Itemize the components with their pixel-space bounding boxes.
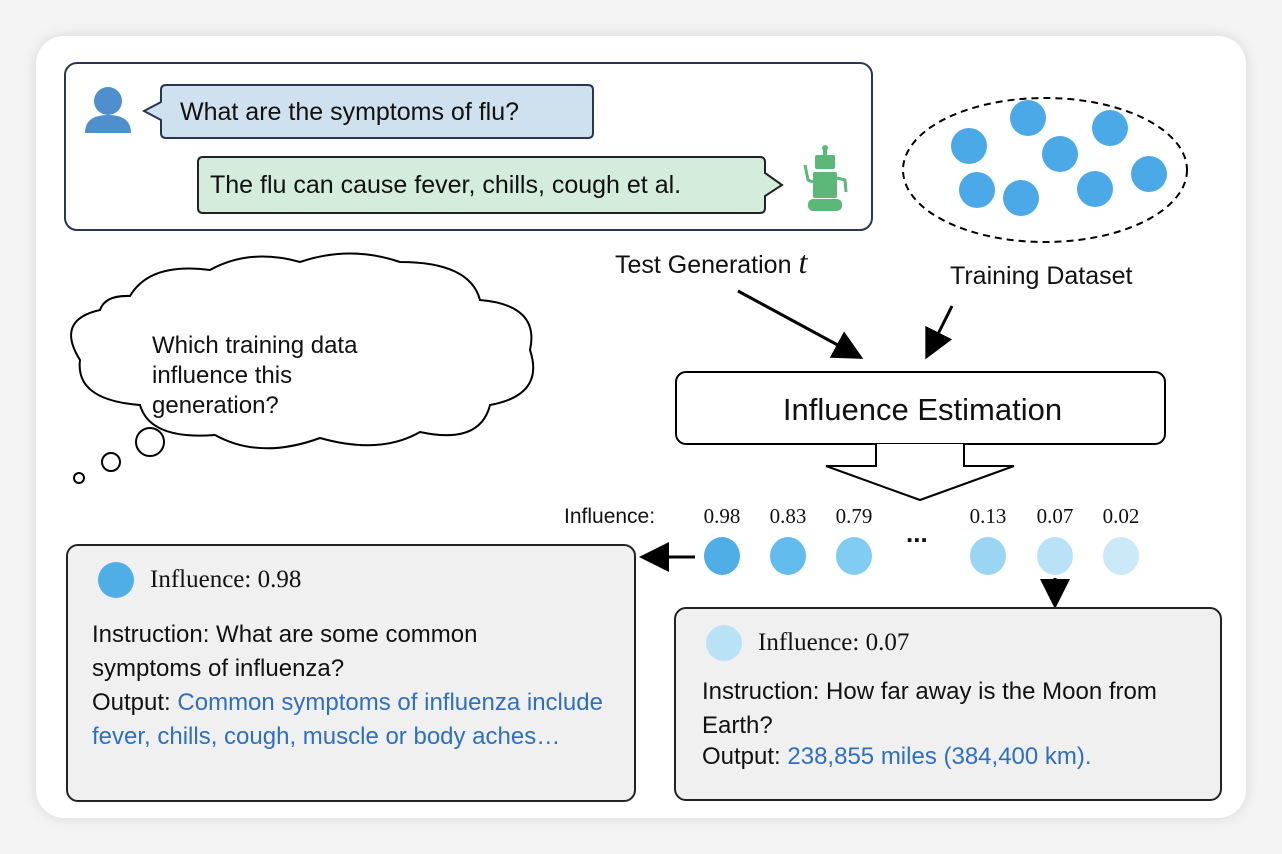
test-symbol: t [798, 244, 808, 280]
thought-cloud [70, 252, 535, 450]
thought-bubble-small [73, 472, 85, 484]
thought-bubble-medium [101, 452, 121, 472]
low-influence-dot [706, 625, 742, 661]
low-influence-example[interactable]: Influence: 0.07 Instruction: How far awa… [674, 607, 1222, 801]
arrow-test-generation [737, 289, 864, 359]
influence-value: 0.98 [703, 504, 741, 528]
ellipsis: ... [906, 518, 928, 548]
high-influence-example[interactable]: Influence: 0.98 Instruction: What are so… [66, 544, 636, 802]
test-generation-text: Test Generation [615, 251, 792, 279]
training-dataset-label: Training Dataset [950, 262, 1133, 290]
high-influence-dot [98, 562, 134, 598]
training-data-points [951, 100, 1167, 216]
high-influence-score: Influence: 0.98 [150, 566, 302, 593]
user-icon [85, 87, 131, 133]
thought-bubble-large [135, 427, 165, 457]
influence-value: 0.79 [835, 504, 873, 528]
influence-dot[interactable] [1037, 537, 1073, 575]
output-label: Output: [92, 689, 171, 716]
influence-dot[interactable] [1103, 537, 1139, 575]
test-generation-label: Test Generation t [615, 244, 807, 281]
output-label: Output: [702, 743, 781, 770]
high-output-text: Common symptoms of influenza include fev… [92, 689, 603, 750]
bot-bubble [197, 156, 784, 214]
arrow-training-dataset [925, 305, 954, 360]
influence-dots [704, 537, 1139, 575]
influence-value: 0.07 [1036, 504, 1074, 528]
influence-dot[interactable] [970, 537, 1006, 575]
influence-estimation-label: Influence Estimation [782, 392, 1063, 427]
high-instruction: Instruction: What are some common sympto… [92, 621, 478, 682]
influence-row-label: Influence: [564, 505, 656, 528]
bot-message: The flu can cause fever, chills, cough e… [210, 171, 682, 199]
influence-dot[interactable] [704, 537, 740, 575]
influence-value: 0.83 [769, 504, 807, 528]
training-dataset-ellipse [902, 97, 1188, 243]
influence-value: 0.13 [969, 504, 1007, 528]
robot-icon [803, 145, 848, 211]
thought-text: Which training data influence this gener… [152, 332, 358, 419]
low-output-text: 238,855 miles (384,400 km). [787, 743, 1092, 770]
down-block-arrow [825, 444, 1015, 502]
influence-dot[interactable] [836, 537, 872, 575]
influence-dot[interactable] [770, 537, 806, 575]
user-message: What are the symptoms of flu? [180, 98, 520, 126]
low-instruction: Instruction: How far away is the Moon fr… [702, 678, 1157, 739]
influence-value: 0.02 [1102, 504, 1140, 528]
low-output: Output: 238,855 miles (384,400 km). [702, 743, 1092, 771]
high-output: Output: Common symptoms of influenza inc… [92, 686, 612, 754]
user-bubble [141, 84, 594, 139]
low-influence-score: Influence: 0.07 [758, 629, 910, 656]
